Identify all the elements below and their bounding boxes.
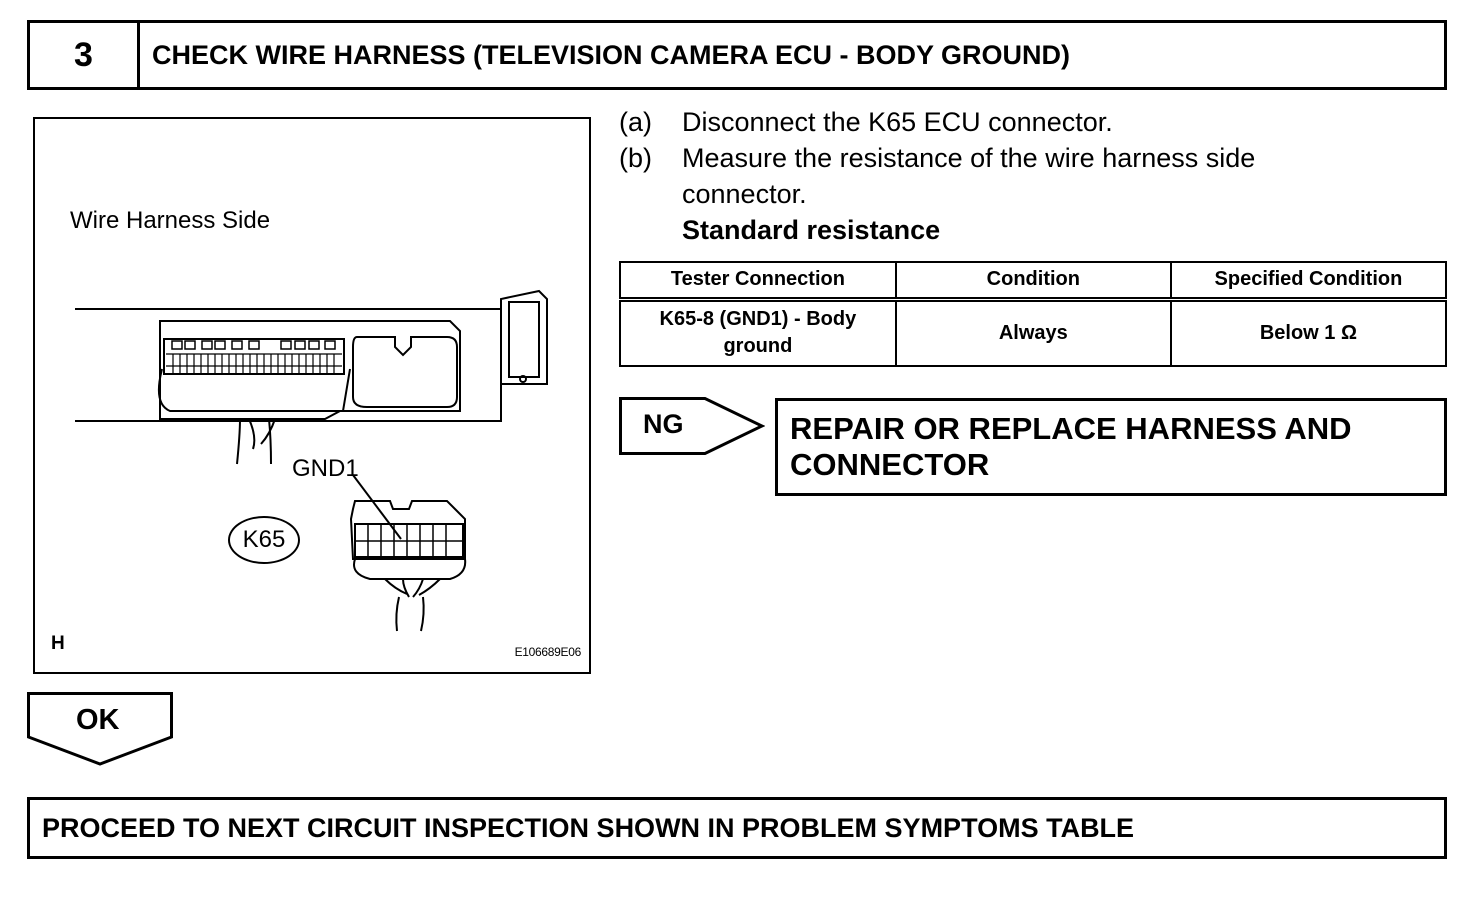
step-title: CHECK WIRE HARNESS (TELEVISION CAMERA EC… [152,39,1071,70]
table-header: Tester Connection [619,261,897,302]
instructions: (a) Disconnect the K65 ECU connector. (b… [619,104,1449,248]
table-cell: Always [894,298,1172,367]
instruction-letter: (a) [619,107,652,137]
ng-arrow-icon [619,397,765,455]
instruction-text: Disconnect the K65 ECU connector. [682,107,1113,137]
table-header: Specified Condition [1169,261,1448,302]
instruction-item: (b) Measure the resistance of the wire h… [619,140,1449,212]
ecu-connector-drawing [75,289,548,632]
connector-illustration: Wire Harness Side GND1 K65 H E106689E06 [33,117,591,674]
ok-arrow-icon [27,692,173,766]
k65-connector-label: K65 [228,516,300,564]
table-cell: K65-8 (GND1) - Body ground [619,298,897,367]
instruction-letter: (b) [619,143,652,173]
table-row: K65-8 (GND1) - Body ground Always Below … [619,298,1448,367]
k65-label-text: K65 [242,526,286,553]
table-cell: Below 1 Ω [1169,298,1448,367]
table-header-row: Tester Connection Condition Specified Co… [619,261,1448,302]
figure-code: E106689E06 [514,645,582,659]
wire-harness-side-label: Wire Harness Side [70,207,271,234]
table-header: Condition [894,261,1172,302]
instruction-item: (a) Disconnect the K65 ECU connector. [619,104,1449,140]
gnd1-pin-label: GND1 [292,455,359,482]
step-number: 3 [30,23,140,87]
step-header: 3 CHECK WIRE HARNESS (TELEVISION CAMERA … [27,20,1447,90]
tester-connection-value: K65-8 (GND1) - Body ground [659,308,857,358]
ok-label: OK [76,704,120,736]
instruction-text: Measure the resistance of the wire harne… [682,143,1256,209]
ng-label: NG [643,409,684,439]
standard-resistance-label: Standard resistance [682,215,941,245]
ok-action-box: PROCEED TO NEXT CIRCUIT INSPECTION SHOWN… [27,797,1447,859]
figure-corner-label: H [51,633,65,654]
specification-table: Tester Connection Condition Specified Co… [619,261,1448,367]
ng-action-box: REPAIR OR REPLACE HARNESS AND CONNECTOR [775,398,1447,496]
